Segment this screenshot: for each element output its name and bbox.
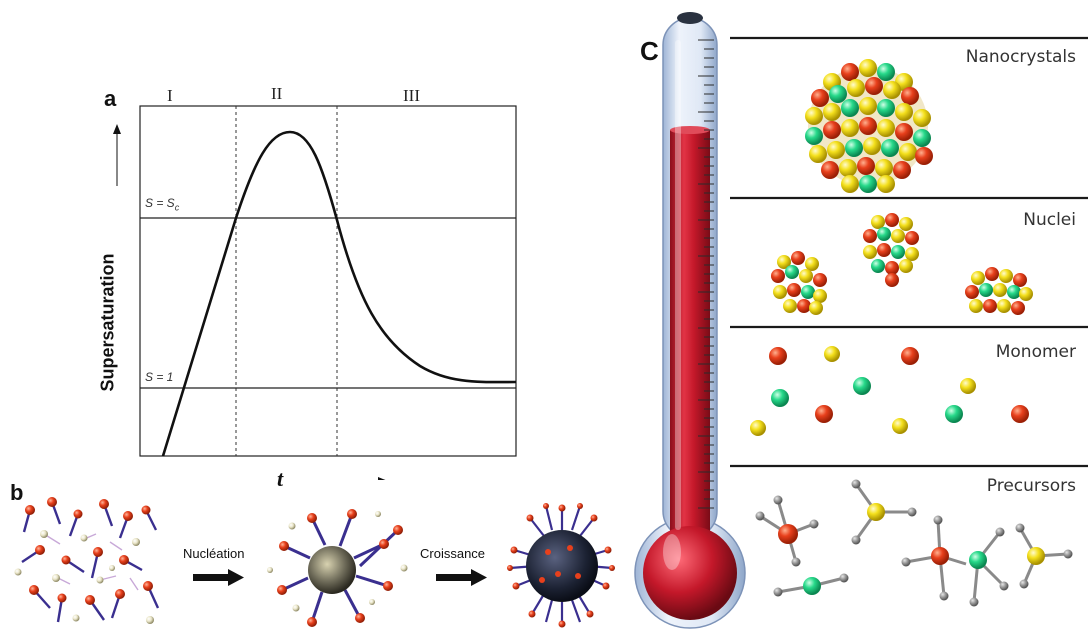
stage-label-nanocrystals: Nanocrystals xyxy=(965,47,1076,67)
critical-level-main: S = S xyxy=(145,196,175,210)
nucleation-step-label: Nucléation xyxy=(183,546,245,561)
growth-step-label: Croissance xyxy=(420,546,486,561)
y-axis-label: Supersaturation xyxy=(97,253,118,392)
nucleus-small-right xyxy=(965,267,1033,315)
panel-b-letter: b xyxy=(10,480,24,505)
stage-dividers xyxy=(730,36,1088,468)
critical-level-label: S = Sc xyxy=(145,196,179,212)
region-label-3: III xyxy=(403,86,420,105)
plot-frame xyxy=(139,105,517,457)
supersaturation-curve xyxy=(161,130,517,457)
y-axis-arrow-head xyxy=(113,124,121,134)
critical-level-sub: c xyxy=(174,202,180,213)
thermometer-icon xyxy=(634,12,746,629)
region-label-1: I xyxy=(167,86,173,105)
growth-arrow xyxy=(436,569,487,586)
stage-label-nuclei: Nuclei xyxy=(1023,210,1076,230)
x-axis-label: t xyxy=(277,466,284,491)
supersaturation-plot xyxy=(113,105,517,480)
monomer-particles xyxy=(750,346,1029,436)
saturation-level-label: S = 1 xyxy=(145,370,174,384)
panel-c-letter: C xyxy=(640,36,659,66)
nucleus-small-left xyxy=(771,251,827,315)
synthesis-stages-diagram xyxy=(634,12,1088,629)
nucleus-cluster xyxy=(267,509,408,627)
nucleus-small-middle xyxy=(863,213,919,287)
x-axis-arrow-head xyxy=(378,477,386,480)
nucleation-arrow xyxy=(193,569,244,586)
region-label-2: II xyxy=(271,84,283,103)
panel-a-letter: a xyxy=(104,86,117,111)
nanocrystal-cluster xyxy=(805,59,933,193)
stage-label-precursors: Precursors xyxy=(986,476,1076,496)
grown-nanocrystal xyxy=(507,503,615,628)
stage-label-monomer: Monomer xyxy=(995,342,1076,362)
precursor-cloud xyxy=(14,497,160,624)
precursor-molecules xyxy=(755,479,1073,607)
nucleation-schematic xyxy=(14,497,615,628)
